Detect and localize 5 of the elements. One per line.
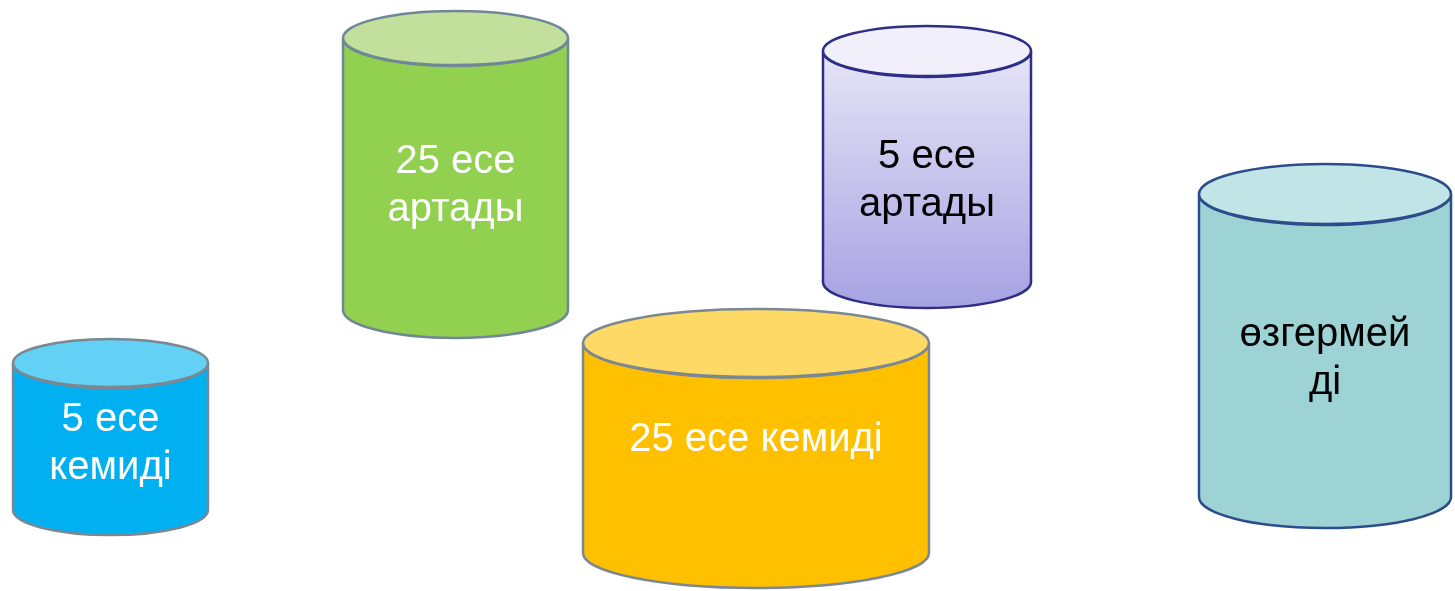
cylinder-label: 5 есе артады [858,131,996,226]
cylinder-label: 25 есе артады [386,136,525,231]
cylinder-label: 25 есе кемиді [628,414,884,461]
cylinder-label: өзгермей ді [1238,309,1412,404]
cylinder-label: 5 есе кемиді [48,394,173,489]
